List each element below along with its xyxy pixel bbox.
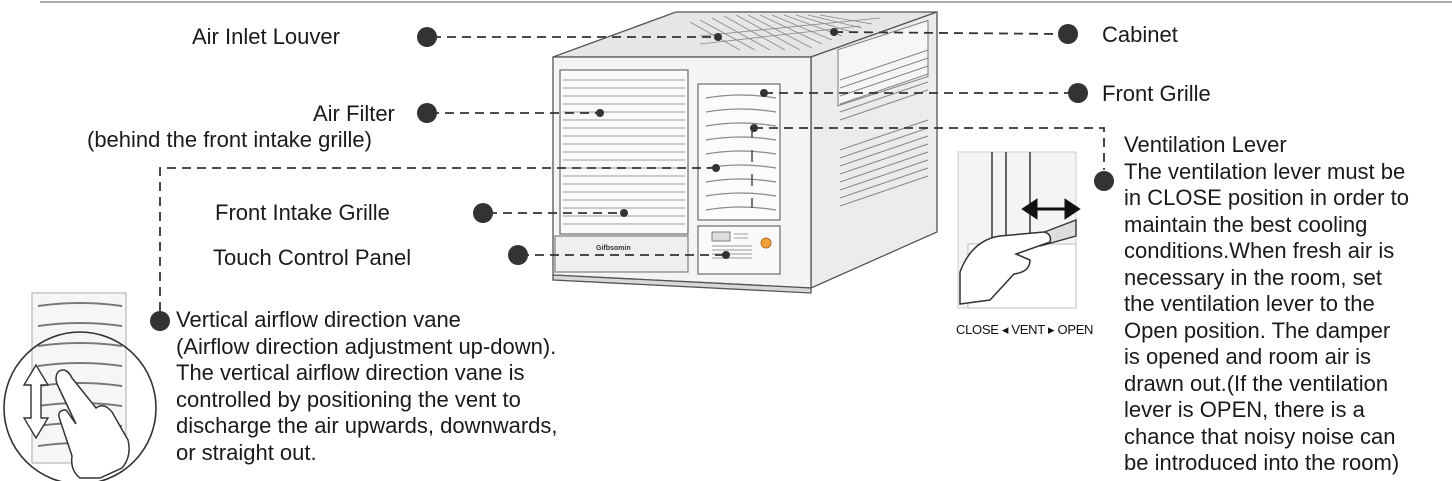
label-front-grille: Front Grille [1102, 81, 1211, 106]
label-air-filter: Air Filter [313, 101, 395, 126]
vane-line: Vertical airflow direction vane [176, 307, 461, 332]
vane-line: The vertical airflow direction vane is [176, 360, 525, 385]
label-cabinet: Cabinet [1102, 22, 1178, 47]
vent-line: lever is OPEN, there is a [1124, 397, 1365, 422]
leader-lines [159, 31, 1105, 312]
label-air-filter-note: (behind the front intake grille) [87, 127, 372, 152]
label-bullets [150, 24, 1114, 331]
brand-logo-text: Gifbsomin [596, 245, 631, 252]
ventilation-lever-inset [957, 151, 1081, 309]
vent-line: Ventilation Lever [1124, 132, 1287, 157]
up-down-arrow-icon [22, 363, 50, 440]
side-vents [837, 19, 929, 107]
vent-line: in CLOSE position in order to [1124, 185, 1409, 210]
vent-line: chance that noisy noise can [1124, 423, 1396, 449]
vertical-vane-inset [3, 292, 157, 481]
leader-endpoints [596, 28, 838, 259]
ventilation-lever-description: Ventilation Lever The ventilation lever … [1124, 132, 1409, 477]
label-air-inlet-louver: Air Inlet Louver [192, 24, 340, 49]
vane-line: (Airflow direction adjustment up-down). [176, 333, 557, 359]
vent-line: necessary in the room, set [1124, 264, 1383, 290]
air-conditioner-unit [552, 11, 938, 294]
vane-line: discharge the air upwards, downwards, [176, 413, 558, 438]
label-touch-control-panel: Touch Control Panel [213, 245, 412, 270]
hand-icon [55, 369, 130, 479]
vent-line: The ventilation lever must be [1124, 158, 1406, 184]
vent-line: be introduced into the room) [1124, 450, 1400, 475]
hand-icon [959, 231, 1052, 305]
vent-line: Open position. The damper [1124, 317, 1391, 343]
left-right-arrow-icon [1021, 198, 1081, 220]
vane-line: or straight out. [176, 439, 317, 465]
vent-line: the ventilation lever to the [1124, 291, 1375, 316]
vent-line: conditions.When fresh air is [1124, 238, 1395, 263]
vent-line: drawn out.(If the ventilation [1124, 370, 1389, 396]
vertical-vane-description: Vertical airflow direction vane (Airflow… [176, 307, 558, 466]
control-knob [760, 237, 772, 249]
vent-line: is opened and room air is [1124, 344, 1372, 369]
vent-caption: CLOSE ◂ VENT ▸ OPEN [956, 322, 1094, 337]
vane-line: controlled by positioning the vent to [176, 386, 521, 412]
vent-line: maintain the best cooling [1124, 211, 1368, 237]
front-grille-shape [697, 83, 781, 221]
label-front-intake-grille: Front Intake Grille [215, 200, 390, 225]
